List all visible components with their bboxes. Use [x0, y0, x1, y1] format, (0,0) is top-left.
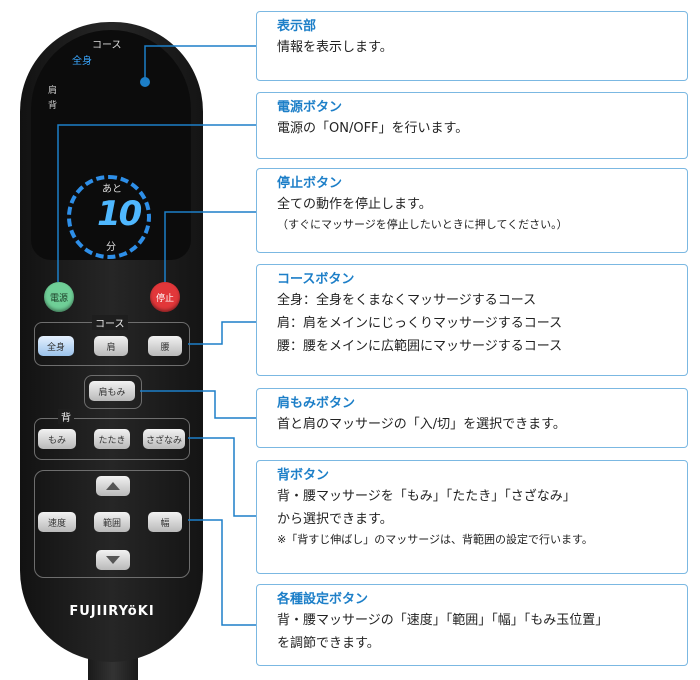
arrow-up-icon	[106, 482, 120, 490]
callout-line: 全身：全身をくまなくマッサージするコース	[277, 293, 537, 308]
leader-settings	[188, 519, 256, 626]
callout-power: 電源ボタン 電源の「ON/OFF」を行います。	[256, 92, 688, 159]
back-button-panel	[34, 418, 190, 460]
callout-line: 背・腰マッサージの「速度」「範囲」「幅」「もみ玉位置」	[277, 613, 609, 628]
callout-title: 表示部	[277, 19, 317, 34]
callout-title: 停止ボタン	[277, 176, 343, 191]
callout-line: 電源の「ON/OFF」を行います。	[277, 121, 469, 136]
width-button[interactable]: 幅	[148, 512, 182, 532]
callout-title: 各種設定ボタン	[277, 592, 369, 607]
leader-power	[57, 124, 256, 282]
brand-logo: FUJIIRYöKI	[69, 604, 155, 619]
lcd-course-label: コース	[92, 40, 122, 51]
callout-line: 情報を表示します。	[277, 40, 393, 55]
power-button[interactable]: 電源	[44, 282, 74, 312]
katamomi-button[interactable]: 肩もみ	[89, 381, 135, 401]
callout-stop: 停止ボタン 全ての動作を停止します。 （すぐにマッサージを停止したいときに押して…	[256, 168, 688, 253]
callout-settings: 各種設定ボタン 背・腰マッサージの「速度」「範囲」「幅」「もみ玉位置」 を調節で…	[256, 584, 688, 666]
back-sazanami-button[interactable]: さざなみ	[143, 429, 185, 449]
callout-line: 首と肩のマッサージの「入/切」を選択できます。	[277, 417, 566, 432]
callout-title: 肩もみボタン	[277, 396, 356, 411]
callout-line: 肩：肩をメインにじっくりマッサージするコース	[277, 316, 563, 331]
back-tataki-button[interactable]: たたき	[94, 429, 130, 449]
timer-minutes: 10	[97, 194, 142, 234]
course-zenshin-button[interactable]: 全身	[38, 336, 74, 356]
timer-ring	[67, 175, 151, 259]
down-button[interactable]	[96, 550, 130, 570]
callout-title: コースボタン	[277, 272, 355, 287]
back-group-label: 背	[58, 409, 74, 424]
callout-title: 背ボタン	[277, 468, 330, 483]
course-kata-button[interactable]: 肩	[94, 336, 128, 356]
arrow-down-icon	[106, 556, 120, 564]
leader-back	[188, 437, 256, 517]
up-button[interactable]	[96, 476, 130, 496]
callout-line: から選択できます。	[277, 512, 393, 527]
range-button[interactable]: 範囲	[94, 512, 130, 532]
leader-katamomi	[140, 390, 256, 419]
lcd-se-label: 背	[48, 101, 58, 111]
timer-fun-label: 分	[106, 242, 116, 253]
lcd-kata-label: 肩	[48, 86, 58, 96]
stop-button[interactable]: 停止	[150, 282, 180, 312]
leader-stop	[164, 211, 256, 282]
callout-katamomi: 肩もみボタン 首と肩のマッサージの「入/切」を選択できます。	[256, 388, 688, 448]
back-momi-button[interactable]: もみ	[38, 429, 76, 449]
callout-line: 全ての動作を停止します。	[277, 197, 432, 212]
course-group-label: コース	[92, 315, 128, 330]
leader-course	[188, 321, 256, 345]
callout-note: ※「背すじ伸ばし」のマッサージは、背範囲の設定で行います。	[277, 533, 593, 546]
callout-line: 腰：腰をメインに広範囲にマッサージするコース	[277, 339, 563, 354]
katamomi-panel	[84, 375, 142, 409]
callout-back: 背ボタン 背・腰マッサージを「もみ」「たたき」「さざなみ」 から選択できます。 …	[256, 460, 688, 574]
leader-display	[144, 45, 256, 82]
lcd-zenshin-label: 全身	[72, 56, 92, 67]
timer-ato-label: あと	[102, 184, 122, 195]
callout-line: を調節できます。	[277, 636, 380, 651]
callout-note: （すぐにマッサージを停止したいときに押してください。）	[277, 218, 568, 231]
callout-course: コースボタン 全身：全身をくまなくマッサージするコース 肩：肩をメインにじっくり…	[256, 264, 688, 376]
speed-button[interactable]: 速度	[38, 512, 76, 532]
callout-display: 表示部 情報を表示します。	[256, 11, 688, 81]
callout-line: 背・腰マッサージを「もみ」「たたき」「さざなみ」	[277, 489, 576, 504]
callout-title: 電源ボタン	[277, 100, 343, 115]
settings-button-panel	[34, 470, 190, 578]
course-koshi-button[interactable]: 腰	[148, 336, 182, 356]
